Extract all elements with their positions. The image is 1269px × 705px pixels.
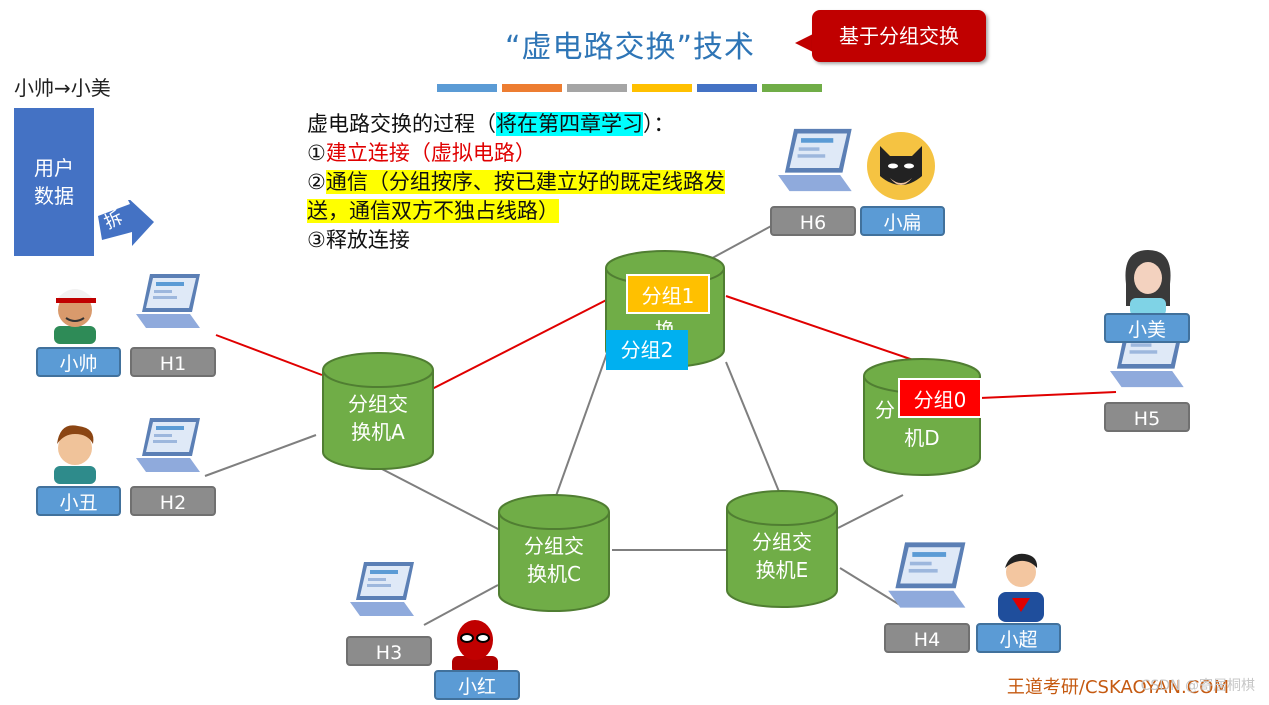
link-c-b	[555, 344, 611, 497]
title-stripe-6	[762, 84, 822, 92]
route-label: 小帅→小美	[14, 76, 111, 100]
switch-a: 分组交 换机A	[322, 352, 434, 472]
switch-e-line1: 分组交	[752, 530, 812, 554]
process-intro: 虚电路交换的过程（将在第四章学习）：	[307, 110, 767, 139]
label-xiaobian: 小扁	[860, 206, 945, 236]
host-h4-label: H4	[884, 623, 970, 653]
link-c-h3	[423, 584, 499, 626]
packet-0: 分组0	[898, 378, 982, 418]
host-h2-label: H2	[130, 486, 216, 516]
intro-highlight: 将在第四章学习	[496, 112, 643, 136]
switch-e-line2: 换机E	[755, 558, 809, 582]
callout-pointer	[795, 34, 813, 52]
label-xiaochao: 小超	[976, 623, 1061, 653]
label-xiaohong: 小红	[434, 670, 520, 700]
process-step-2: ②通信（分组按序、按已建立好的既定线路发送，通信双方不独占线路）	[307, 168, 747, 226]
switch-c-line2: 换机C	[527, 562, 581, 586]
switch-d-line1: 分	[875, 398, 895, 422]
host-h5-label: H5	[1104, 402, 1190, 432]
step1-number: ①	[307, 141, 326, 165]
process-step-1: ①建立连接（虚拟电路）	[307, 139, 767, 168]
process-description: 虚电路交换的过程（将在第四章学习）： ①建立连接（虚拟电路） ②通信（分组按序、…	[307, 110, 767, 255]
xiaohong-avatar-icon	[452, 620, 498, 674]
xiaobian-avatar-icon	[867, 132, 935, 200]
laptop-h6-icon	[778, 128, 852, 192]
link-a-c	[379, 467, 501, 531]
host-h3-label: H3	[346, 636, 432, 666]
link-e-d	[837, 494, 904, 529]
circuit-h1-a	[215, 334, 323, 376]
switch-d-line2: 机D	[904, 426, 940, 450]
xiaoshuai-avatar-icon	[54, 289, 96, 344]
label-xiaochou: 小丑	[36, 486, 121, 516]
split-arrow-icon	[98, 200, 154, 246]
switch-c-line1: 分组交	[524, 534, 584, 558]
xiaochao-avatar-icon	[998, 553, 1044, 622]
host-h1-label: H1	[130, 347, 216, 377]
title-stripe-5	[697, 84, 757, 92]
user-data-line2: 数据	[34, 184, 74, 208]
switch-c: 分组交 换机C	[498, 494, 610, 614]
switch-e: 分组交 换机E	[726, 490, 838, 610]
user-data-block: 用户 数据	[14, 108, 94, 256]
packet-2: 分组2	[606, 330, 688, 370]
laptop-h2-icon	[136, 418, 200, 472]
packet-1: 分组1	[626, 274, 710, 314]
page-title: “虚电路交换”技术	[504, 30, 756, 65]
circuit-a-b	[431, 289, 627, 390]
laptop-h3-icon	[350, 562, 414, 616]
intro-suffix: ）：	[643, 112, 675, 136]
csdn-watermark: CSDN @寄居桐棋	[1140, 678, 1255, 694]
process-step-3: ③释放连接	[307, 228, 410, 252]
intro-prefix: 虚电路交换的过程（	[307, 112, 496, 136]
xiaochou-avatar-icon	[54, 425, 96, 484]
title-stripe-1	[437, 84, 497, 92]
link-b-e	[725, 361, 781, 495]
callout-box: 基于分组交换	[812, 10, 986, 62]
switch-a-line1: 分组交	[348, 392, 408, 416]
host-h6-label: H6	[770, 206, 856, 236]
step2-number: ②	[307, 170, 326, 194]
label-xiaoshuai: 小帅	[36, 347, 121, 377]
circuit-d-h5	[979, 391, 1117, 399]
link-h2-a	[204, 434, 317, 477]
title-stripes	[437, 84, 822, 92]
circuit-b-d	[725, 295, 923, 364]
title-stripe-4	[632, 84, 692, 92]
xiaomei-avatar-icon	[1125, 250, 1171, 316]
user-data-line1: 用户	[34, 156, 74, 180]
link-e-h4	[839, 567, 901, 606]
laptop-h4-icon	[888, 542, 966, 608]
footer-brand: 王道考研/CSKAOYAN.COM	[1006, 677, 1229, 698]
step1-text: 建立连接（虚拟电路）	[325, 141, 536, 165]
label-xiaomei: 小美	[1104, 313, 1190, 343]
title-stripe-2	[502, 84, 562, 92]
switch-a-line2: 换机A	[351, 420, 405, 444]
title-stripe-3	[567, 84, 627, 92]
step2-text: 通信（分组按序、按已建立好的既定线路发送，通信双方不独占线路）	[307, 170, 725, 223]
laptop-h1-icon	[136, 274, 200, 328]
